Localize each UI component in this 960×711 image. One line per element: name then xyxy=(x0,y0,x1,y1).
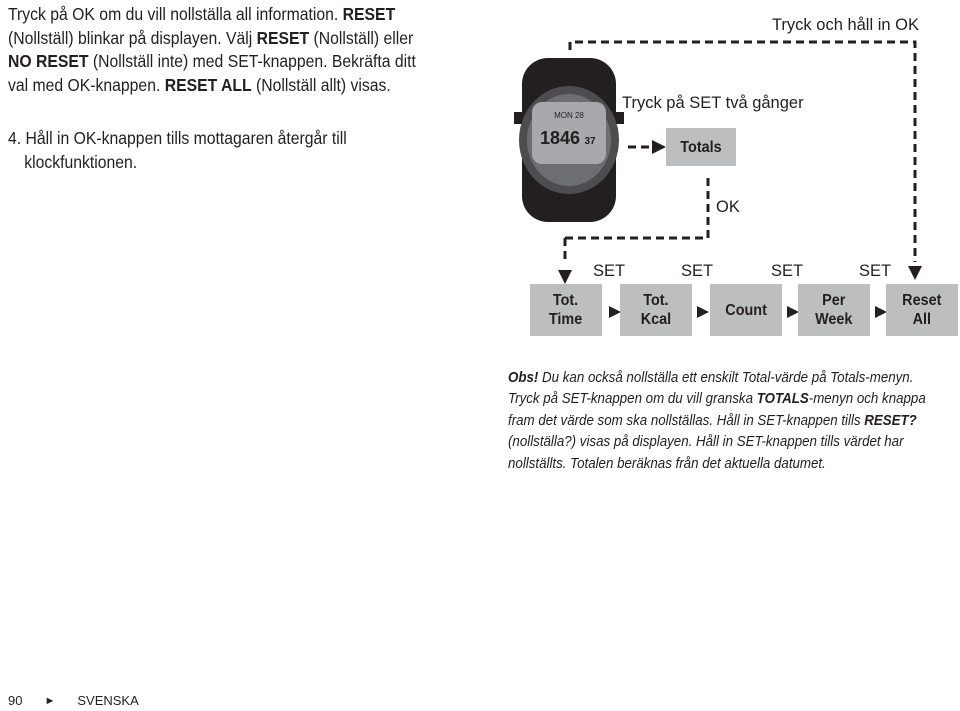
ok-label: OK xyxy=(716,198,740,216)
watch-display-sub: 37 xyxy=(584,136,596,147)
set-label: SET xyxy=(859,262,891,280)
watch-display-main: 1846 xyxy=(540,128,580,148)
right-arrow-icon xyxy=(787,306,799,318)
flow-lines xyxy=(563,40,917,264)
section-name: SVENSKA xyxy=(77,693,139,708)
intro-no-reset-term: NO RESET xyxy=(8,51,89,71)
intro-line-3: (Nollställ inte) med SET-knappen. Bekräf… xyxy=(88,51,416,71)
intro-line-4-end: (Nollställ allt) visas. xyxy=(251,74,391,95)
right-arrow-icon xyxy=(697,306,709,318)
note-totals-term: TOTALS xyxy=(756,391,809,408)
note-line-2-end: -menyn och knappa xyxy=(808,391,926,408)
menu-box-count: Count xyxy=(710,284,782,336)
step-4-line-2: klockfunktionen. xyxy=(24,151,138,172)
note-obs-label: Obs! xyxy=(508,370,539,386)
press-set-twice-label: Tryck på SET två gånger xyxy=(622,94,804,112)
right-arrow-icon xyxy=(875,306,887,318)
down-arrow-icon xyxy=(558,270,572,284)
watch-display-top: MON 28 xyxy=(554,111,584,120)
hold-ok-loop-line xyxy=(568,40,917,262)
right-arrow-icon xyxy=(652,140,666,154)
menu-box-label: Per Week xyxy=(815,292,853,328)
note-reset-term: RESET? xyxy=(864,412,917,429)
menu-box-reset-all: Reset All xyxy=(886,284,958,336)
note-line-5: nollställts. Totalen beräknas från det a… xyxy=(508,455,826,472)
totals-label: Totals xyxy=(680,138,722,156)
note-line-1: Du kan också nollställa ett enskilt Tota… xyxy=(538,370,914,386)
step-4-text: 4. Håll in OK-knappen tills mottagaren å… xyxy=(8,127,431,174)
ok-return-line xyxy=(565,178,710,240)
note-line-4: (nollställa?) visas på displayen. Håll i… xyxy=(508,434,904,451)
menu-box-per-week: Per Week xyxy=(798,284,870,336)
intro-line-2-end: (Nollställ) eller xyxy=(309,27,414,48)
step-4-line-1: 4. Håll in OK-knappen tills mottagaren å… xyxy=(8,128,347,148)
page-footer: 90 ► SVENSKA xyxy=(8,693,139,708)
intro-reset-term: RESET xyxy=(256,27,310,48)
right-arrow-icon: ► xyxy=(44,694,56,707)
watch-button-left xyxy=(514,112,522,124)
menu-box-tot-time: Tot. Time xyxy=(530,284,602,336)
set-label: SET xyxy=(771,262,803,280)
menu-box-label: Tot. Kcal xyxy=(640,292,672,328)
menu-box-totals: Totals xyxy=(666,128,736,166)
intro-line-1: Tryck på OK om du vill nollställa all in… xyxy=(8,4,343,24)
intro-reset-all-term: RESET ALL xyxy=(164,74,252,95)
note-line-2: Tryck på SET-knappen om du vill granska xyxy=(508,391,757,408)
intro-reset-term: RESET xyxy=(342,4,396,24)
note-line-3: fram det värde som ska nollställas. Håll… xyxy=(508,412,865,429)
intro-text: Tryck på OK om du vill nollställa all in… xyxy=(8,3,431,97)
menu-box-label: Count xyxy=(725,301,767,319)
note-text: Obs! Du kan också nollställa ett enskilt… xyxy=(508,368,926,475)
intro-line-2: (Nollställ) blinkar på displayen. Välj xyxy=(8,27,257,48)
watch-button-right xyxy=(616,112,624,124)
intro-line-4: val med OK-knappen. xyxy=(8,74,165,95)
menu-box-tot-kcal: Tot. Kcal xyxy=(620,284,692,336)
right-arrow-icon xyxy=(609,306,621,318)
watch-illustration: MON 28 1846 37 xyxy=(514,58,624,222)
menu-box-label: Reset All xyxy=(902,292,942,328)
hold-ok-label: Tryck och håll in OK xyxy=(772,16,919,34)
menu-box-label: Tot. Time xyxy=(549,292,583,328)
set-label: SET xyxy=(593,262,625,280)
page-number: 90 xyxy=(8,693,23,708)
down-arrow-icon xyxy=(908,266,922,280)
set-label: SET xyxy=(681,262,713,280)
